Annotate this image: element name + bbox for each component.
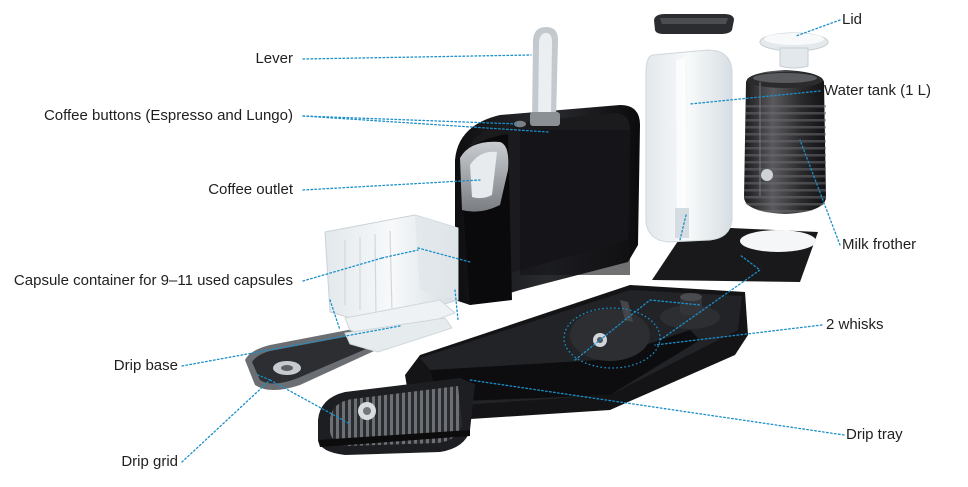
milk-frother [744, 70, 826, 214]
frother-lid [759, 32, 829, 69]
label-lever: Lever [255, 50, 293, 67]
label-drip-base: Drip base [113, 357, 178, 374]
machine-body [455, 105, 640, 305]
machine-base [405, 285, 748, 420]
water-tank-lid [654, 14, 734, 34]
label-drip-grid: Drip grid [121, 453, 178, 470]
label-whisks: 2 whisks [826, 316, 884, 333]
water-tank [645, 49, 733, 243]
label-coffee-buttons: Coffee buttons (Espresso and Lungo) [43, 107, 293, 124]
leader-lines [181, 19, 845, 463]
label-lid: Lid [842, 11, 863, 28]
label-milk-frother: Milk frother [842, 236, 917, 253]
capsule-container [324, 214, 459, 353]
label-coffee-outlet: Coffee outlet [208, 181, 293, 198]
lever [530, 27, 560, 126]
label-water-tank: Water tank (1 L) [824, 82, 931, 99]
label-drip-tray: Drip tray [846, 426, 903, 443]
drip-grid [318, 378, 475, 455]
label-capsule-container: Capsule container for 9–11 used capsules [13, 272, 293, 289]
